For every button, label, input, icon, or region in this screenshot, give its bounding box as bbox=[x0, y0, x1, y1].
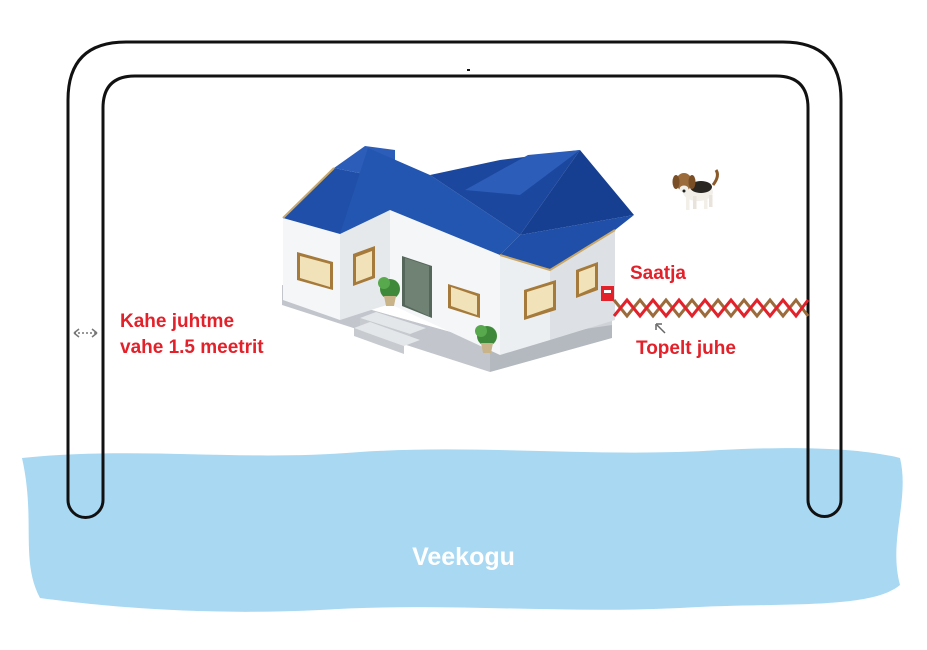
twisted-wire bbox=[612, 297, 810, 319]
twisted-wire-label: Topelt juhe bbox=[636, 338, 736, 359]
water-body-label: Veekogu bbox=[412, 543, 515, 571]
double-arrow-icon bbox=[73, 328, 98, 338]
right-wire-turn bbox=[806, 499, 843, 518]
dog-icon bbox=[672, 169, 719, 210]
outer-wire bbox=[66, 40, 843, 500]
pointer-arrow-icon bbox=[655, 323, 666, 334]
left-wire-turn bbox=[66, 499, 105, 519]
wire-mark bbox=[467, 69, 470, 71]
transmitter-box-icon bbox=[601, 286, 614, 301]
water-body bbox=[22, 448, 903, 612]
transmitter-label: Saatja bbox=[630, 263, 686, 284]
wire-spacing-label-line2: vahe 1.5 meetrit bbox=[120, 337, 264, 358]
inner-wire bbox=[101, 74, 810, 500]
wire-spacing-label-line1: Kahe juhtme bbox=[120, 311, 235, 332]
house-icon bbox=[282, 146, 634, 372]
wire-spacing-label: Kahe juhtme vahe 1.5 meetrit bbox=[120, 309, 264, 361]
